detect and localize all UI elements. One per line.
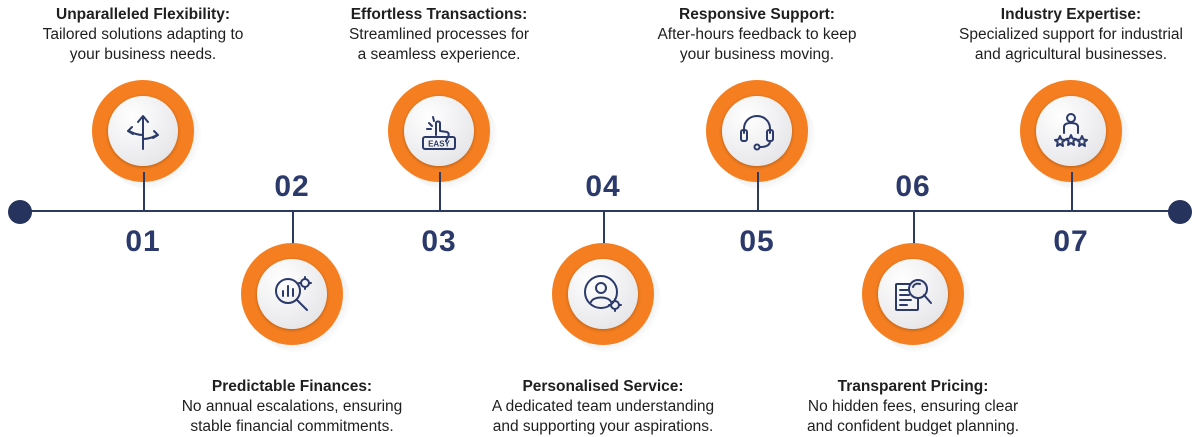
milestone-description-line: No annual escalations, ensuring xyxy=(181,398,403,415)
milestone-title: Effortless Transactions: xyxy=(350,6,528,23)
person-stars-icon xyxy=(1054,113,1088,147)
milestone-number: 02 xyxy=(274,170,310,203)
timeline-line xyxy=(20,210,1180,212)
milestone-description-line: and confident budget planning. xyxy=(806,418,1019,435)
milestone-number: 01 xyxy=(125,225,161,258)
milestone-description-line: No hidden fees, ensuring clear xyxy=(807,398,1019,415)
milestone-description-line: your business moving. xyxy=(679,46,835,63)
milestone-number: 05 xyxy=(739,225,775,258)
milestone-description-line: Tailored solutions adapting to xyxy=(42,26,244,43)
milestone-title: Personalised Service: xyxy=(522,378,684,395)
analytics-magnifier-icon xyxy=(275,276,312,311)
milestone-number: 06 xyxy=(895,170,931,203)
timeline-end-dot xyxy=(1168,200,1192,224)
milestone-title: Transparent Pricing: xyxy=(837,378,989,395)
milestone-description-line: Streamlined processes for xyxy=(348,26,530,43)
user-gear-icon xyxy=(584,275,622,312)
diverging-arrows-icon xyxy=(127,115,159,150)
milestone-description-line: a seamless experience. xyxy=(357,46,521,63)
timeline-start-dot xyxy=(8,200,32,224)
milestone-connector xyxy=(1071,172,1073,212)
milestone-icon-badge: EASY xyxy=(388,80,498,190)
milestone-description-line: and supporting your aspirations. xyxy=(492,418,714,435)
easy-click-icon: EASY xyxy=(422,116,456,150)
milestone-description-line: A dedicated team understanding xyxy=(491,398,715,415)
milestone-connector xyxy=(913,212,915,252)
headset-icon xyxy=(740,115,774,151)
milestone-description-line: After-hours feedback to keep xyxy=(657,26,857,43)
milestone-connector xyxy=(757,172,759,212)
milestone-title: Predictable Finances: xyxy=(211,378,373,395)
milestone-title: Responsive Support: xyxy=(679,6,835,23)
milestone-connector xyxy=(603,212,605,252)
milestone-connector xyxy=(439,172,441,212)
milestone-icon-badge xyxy=(92,80,202,190)
milestone-icon-badge xyxy=(706,80,816,190)
milestone-description-line: stable financial commitments. xyxy=(190,418,394,435)
milestone-icon-badge xyxy=(241,243,351,353)
milestone-caption: Responsive Support: After-hours feedback… xyxy=(607,5,907,65)
milestone-caption: Transparent Pricing: No hidden fees, ens… xyxy=(763,377,1063,437)
milestone-icon-badge xyxy=(1020,80,1130,190)
milestone-number: 07 xyxy=(1053,225,1089,258)
milestone-number: 03 xyxy=(421,225,457,258)
milestone-connector xyxy=(143,172,145,212)
milestone-description-line: Specialized support for industrial xyxy=(958,26,1183,43)
milestone-caption: Unparalleled Flexibility: Tailored solut… xyxy=(0,5,293,65)
milestone-title: Unparalleled Flexibility: xyxy=(56,6,230,23)
milestone-caption: Personalised Service: A dedicated team u… xyxy=(453,377,753,437)
svg-text:EASY: EASY xyxy=(428,140,450,149)
milestone-icon-badge xyxy=(862,243,972,353)
milestone-caption: Industry Expertise: Specialized support … xyxy=(921,5,1200,65)
milestone-description-line: your business needs. xyxy=(69,46,217,63)
milestone-title: Industry Expertise: xyxy=(1000,6,1142,23)
milestone-number: 04 xyxy=(585,170,621,203)
milestone-description-line: and agricultural businesses. xyxy=(974,46,1168,63)
milestone-icon-badge xyxy=(552,243,662,353)
milestone-caption: Effortless Transactions: Streamlined pro… xyxy=(289,5,589,65)
milestone-caption: Predictable Finances: No annual escalati… xyxy=(142,377,442,437)
document-search-icon xyxy=(895,279,932,311)
milestone-connector xyxy=(292,212,294,252)
